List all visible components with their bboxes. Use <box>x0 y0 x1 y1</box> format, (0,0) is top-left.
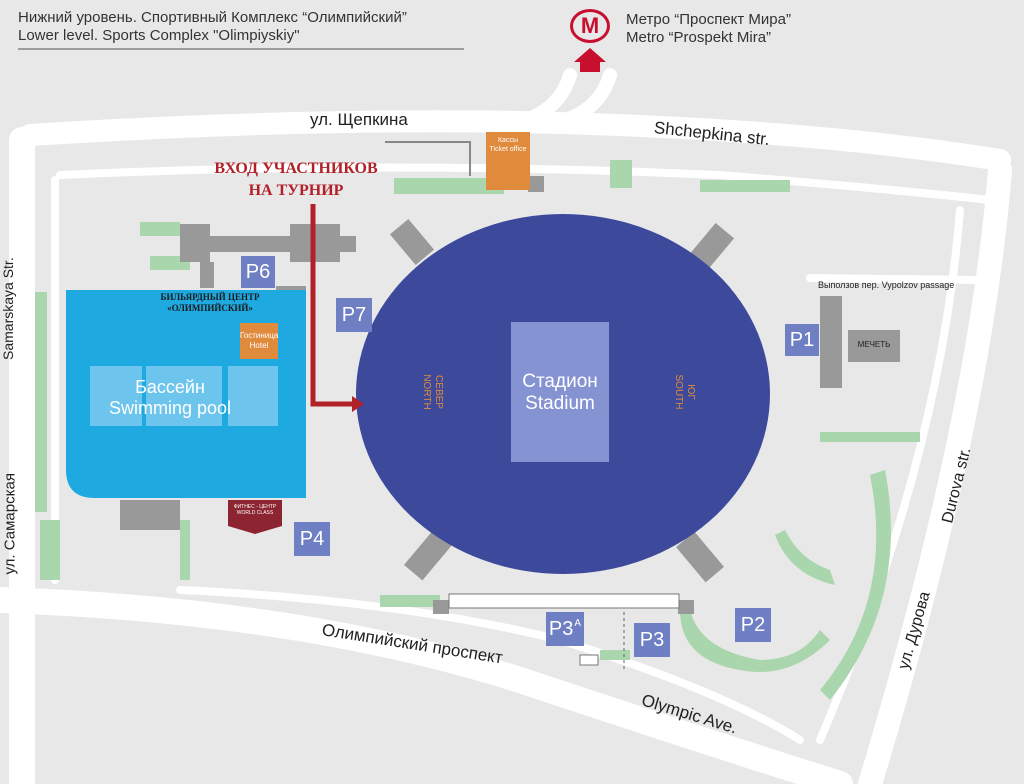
metro-logo-icon: M <box>570 9 610 43</box>
street-vypolzov: Выползов пер. Vypolzov passage <box>818 280 955 290</box>
entrance-line1: ВХОД УЧАСТНИКОВ <box>214 160 378 177</box>
road-vypolzov <box>806 274 984 284</box>
stadium-north: СЕВЕР NORTH <box>420 352 444 432</box>
metro-logo-letter: M <box>580 13 600 38</box>
street-shchepkina-ru: ул. Щепкина <box>310 110 408 129</box>
stadium-label: Стадион Stadium <box>498 371 622 415</box>
entrance-arrow-head-icon <box>352 396 364 412</box>
entrance-arrow <box>310 204 352 407</box>
stadium-north-en: NORTH <box>421 374 432 410</box>
entrance-label: ВХОД УЧАСТНИКОВ НА ТУРНИР <box>196 158 396 202</box>
road-durova <box>858 158 1012 784</box>
pool-label: Бассейн Swimming pool <box>100 377 240 419</box>
title-ru: Нижний уровень. Спортивный Комплекс “Оли… <box>18 9 407 26</box>
green-areas <box>35 160 920 700</box>
hotel: Гостиница Hotel <box>240 323 278 359</box>
fitness-line2: WORLD CLASS <box>236 510 274 516</box>
parking-p1: P1 <box>785 324 819 356</box>
fitness-line1: ФИТНЕС - ЦЕНТР <box>233 504 277 510</box>
metro-en: Metro “Prospekt Mira” <box>626 29 772 46</box>
stadium-name-en: Stadium <box>525 393 595 414</box>
billiard-line2: «ОЛИМПИЙСКИЙ» <box>167 303 253 313</box>
pool-name-ru: Бассейн <box>135 377 205 397</box>
stadium-south: ЮГ SOUTH <box>672 352 696 432</box>
title-en: Lower level. Sports Complex "Olimpiyskiy… <box>18 27 300 44</box>
ticket-office: Кассы Ticket office <box>486 132 530 190</box>
parking-p6: P6 <box>241 256 275 288</box>
hotel-en: Hotel <box>249 341 269 350</box>
road-olympic <box>0 587 853 784</box>
parking-p3: P3 <box>634 623 670 657</box>
parking-p2: P2 <box>735 608 771 642</box>
parking-p7: P7 <box>336 298 372 332</box>
street-samarskaya-ru: ул. Самарская <box>1 473 19 575</box>
mosque-label: МЕЧЕТЬ <box>857 340 891 349</box>
gate-south <box>579 654 599 666</box>
stadium-name-ru: Стадион <box>522 371 598 392</box>
billiard-line1: БИЛЬЯРДНЫЙ ЦЕНТР <box>160 292 260 302</box>
fitness-badge <box>228 500 282 534</box>
parking-p3a-sup: A <box>574 617 582 629</box>
ticket-wall <box>385 141 471 176</box>
parking-p4: P4 <box>294 522 330 556</box>
podium-south <box>448 593 680 609</box>
parking-p3a-label: P3 <box>548 617 574 640</box>
street-samarskaya-en: Samarskaya Str. <box>0 257 16 360</box>
ticket-office-ru: Кассы <box>497 137 518 144</box>
fitness-label: ФИТНЕС - ЦЕНТР WORLD CLASS <box>222 504 288 516</box>
hotel-ru: Гостиница <box>240 331 279 340</box>
stadium-north-ru: СЕВЕР <box>433 375 444 409</box>
stadium-field <box>511 322 609 462</box>
stadium-south-ru: ЮГ <box>685 384 696 400</box>
pool-name-en: Swimming pool <box>108 398 232 418</box>
metro-ru: Метро “Проспект Мира” <box>626 11 791 28</box>
ticket-office-en: Ticket office <box>489 146 527 153</box>
metro-arrow-icon <box>574 48 606 72</box>
entrance-line2: НА ТУРНИР <box>248 182 344 199</box>
road-metro <box>513 68 617 129</box>
billiard-label: БИЛЬЯРДНЫЙ ЦЕНТР «ОЛИМПИЙСКИЙ» <box>150 292 270 314</box>
stadium-south-en: SOUTH <box>673 374 684 410</box>
